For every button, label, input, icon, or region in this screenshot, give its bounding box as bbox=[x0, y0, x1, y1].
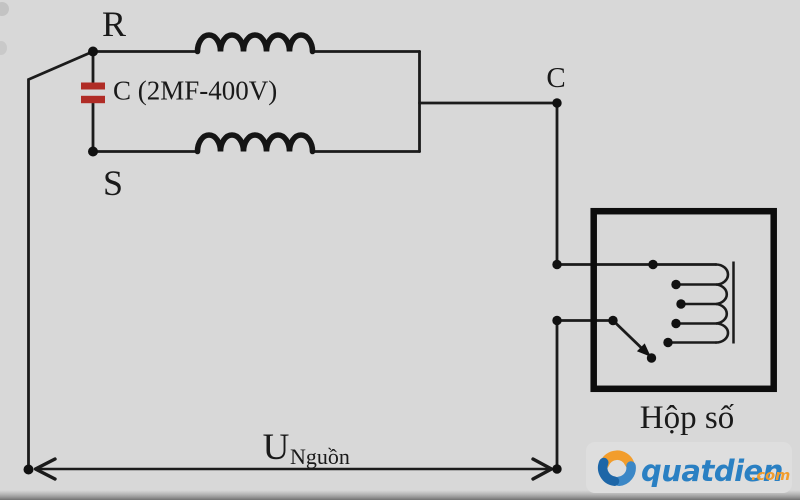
run-winding-inductor bbox=[194, 32, 316, 55]
node-c bbox=[552, 98, 562, 108]
node-source-right bbox=[552, 464, 562, 474]
node-source-left bbox=[23, 464, 34, 475]
capacitor bbox=[81, 82, 105, 104]
label-source-u: U bbox=[263, 427, 290, 468]
switch-arm bbox=[611, 319, 643, 350]
source-voltage-arrow bbox=[33, 457, 554, 481]
speed-selector-box bbox=[590, 207, 777, 393]
wire-source-left-riser bbox=[27, 50, 95, 471]
node-coil-tap2 bbox=[671, 279, 681, 290]
node-switch-pivot bbox=[608, 315, 618, 326]
selector-box-frame bbox=[590, 207, 777, 393]
start-winding-inductor bbox=[194, 132, 316, 155]
node-coil-tap4 bbox=[671, 318, 681, 329]
speed-coil-loops bbox=[714, 263, 730, 344]
selector-switch bbox=[611, 319, 651, 357]
swirl-blade-blue-left bbox=[597, 457, 620, 486]
labels: R S C (2MF-400V) C U Nguồn Hộp số bbox=[102, 4, 734, 469]
source-arrowhead-left bbox=[33, 457, 57, 481]
node-coil-tap3 bbox=[676, 299, 686, 309]
bottom-vignette bbox=[0, 490, 800, 500]
node-switch-tip bbox=[646, 353, 657, 363]
label-selector-box: Hộp số bbox=[640, 400, 734, 436]
source-arrowhead-right bbox=[531, 457, 554, 481]
junction-dots bbox=[23, 46, 686, 475]
node-s bbox=[88, 146, 98, 157]
brand-tld: .com bbox=[751, 468, 790, 484]
label-terminal-r: R bbox=[102, 4, 126, 44]
label-terminal-s: S bbox=[103, 163, 123, 203]
label-capacitor: C (2MF-400V) bbox=[113, 76, 277, 106]
capacitor-plate-bottom bbox=[81, 95, 105, 104]
switch-arrowhead bbox=[636, 343, 651, 357]
label-source-subscript: Nguồn bbox=[290, 444, 350, 469]
node-tap-feed bbox=[552, 259, 562, 270]
fan-swirl-icon bbox=[597, 450, 636, 487]
node-coil-tap1 bbox=[648, 259, 658, 270]
brand-name: quatdien bbox=[641, 454, 783, 488]
node-coil-tap5 bbox=[663, 337, 673, 348]
speed-coil bbox=[666, 261, 735, 344]
watermark-logo: quatdien .com bbox=[586, 442, 792, 493]
swirl-blade-blue-right bbox=[614, 461, 636, 487]
node-switch-feed bbox=[552, 315, 562, 326]
label-terminal-c: C bbox=[546, 62, 565, 94]
logo-plate bbox=[586, 442, 792, 493]
node-r bbox=[88, 46, 98, 57]
wires bbox=[27, 50, 718, 471]
capacitor-plate-top bbox=[81, 82, 105, 90]
